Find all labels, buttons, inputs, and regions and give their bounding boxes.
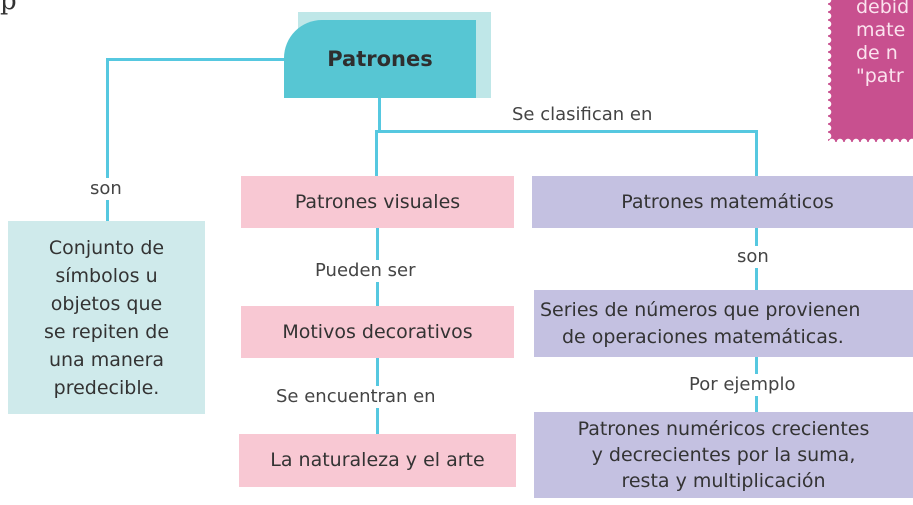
definition-line: predecible. (53, 376, 160, 399)
root-node: Patrones (284, 20, 476, 98)
math-patterns-box: Patrones matemáticos (532, 176, 913, 228)
definition-line: Conjunto de (48, 236, 165, 259)
stamp-line: debid (856, 0, 910, 18)
math-description-box: Series de números que provienen de opera… (534, 290, 913, 357)
visual-patterns-box: Patrones visuales (241, 176, 514, 228)
stamp-note: debid mate de n "patr (828, 0, 913, 142)
math-example-line: resta y multiplicación (621, 470, 826, 492)
connector-left-v (106, 58, 109, 221)
definition-line: se repiten de (43, 320, 170, 343)
decorative-motifs-box: Motivos decorativos (241, 306, 514, 358)
label-se-encuentran: Se encuentran en (272, 386, 440, 408)
connector-math-down (755, 130, 758, 176)
connector-visual-down (375, 130, 378, 176)
connector-root-left-h (107, 58, 285, 61)
math-description-line: de operaciones matemáticas. (562, 325, 844, 348)
stamp-perforation-bottom (828, 134, 913, 142)
stamp-line: mate (856, 19, 906, 41)
connector-split-h (375, 130, 758, 133)
math-description-line: Series de números que provienen (540, 298, 861, 321)
stamp-text: debid mate de n "patr (856, 0, 909, 88)
definition-line: símbolos u (55, 264, 158, 287)
stamp-line: "patr (856, 65, 904, 87)
label-por-ejemplo: Por ejemplo (685, 374, 800, 396)
math-example-line: Patrones numéricos crecientes (577, 418, 870, 440)
nature-art-box: La naturaleza y el arte (239, 434, 516, 487)
math-example-box: Patrones numéricos crecientes y decrecie… (534, 412, 913, 498)
stamp-line: de n (856, 42, 898, 64)
definition-box: Conjunto de símbolos u objetos que se re… (8, 221, 205, 414)
label-son-right: son (735, 246, 771, 268)
definition-line: una manera (48, 348, 165, 371)
stamp-perforation-left (828, 0, 836, 142)
label-pueden-ser: Pueden ser (311, 260, 420, 282)
label-classify: Se clasifican en (508, 104, 657, 126)
label-son-left: son (88, 178, 124, 200)
connector-root-down (378, 98, 381, 132)
definition-line: objetos que (50, 292, 163, 315)
math-example-line: y decrecientes por la suma, (591, 444, 856, 466)
corner-text-fragment: p (0, 0, 17, 16)
